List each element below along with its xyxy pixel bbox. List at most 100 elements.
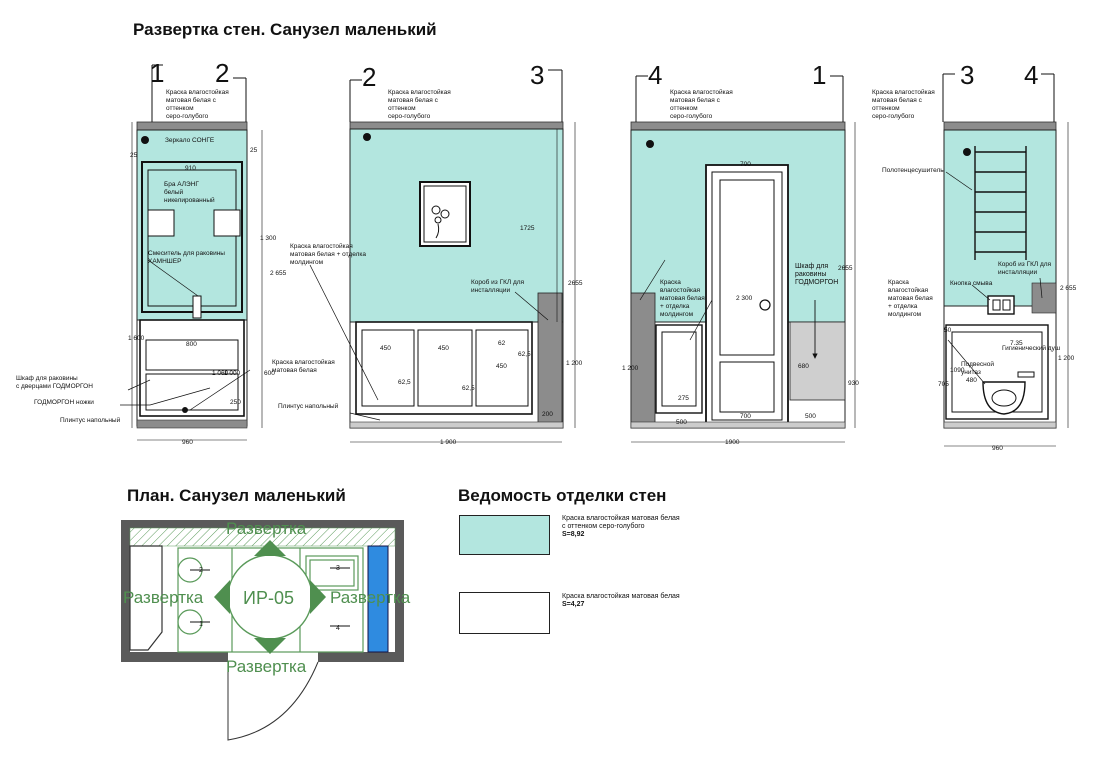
legend-description: Краска влагостойкая матовая белая с отте…: [562, 515, 680, 530]
dim: 1 200: [622, 365, 639, 372]
dim: 1 060: [212, 370, 229, 377]
dim: 2 300: [736, 295, 753, 302]
sconce-left: [147, 209, 175, 237]
plan-mark: 4: [336, 625, 340, 632]
label-mirror: Зеркало СОНГЕ: [165, 137, 215, 144]
dim: 910: [185, 165, 196, 172]
legend-swatch-white: [459, 592, 550, 634]
blue-wall: [367, 545, 389, 653]
developments-title: Развертка стен. Санузел маленький: [133, 20, 437, 39]
picture-frame: [419, 181, 471, 247]
sink-cabinet: [139, 319, 245, 417]
dim: 1 900: [440, 439, 457, 446]
wall-number: 3: [960, 60, 974, 90]
dim: 1 000: [224, 370, 241, 377]
dim: 2655: [568, 280, 583, 287]
plan-mark: 3: [336, 565, 340, 572]
elevation-wall-1-2: [120, 64, 263, 441]
dim: 600: [264, 370, 275, 377]
dim: 62,5: [398, 379, 411, 386]
dim: 2 655: [270, 270, 287, 277]
dim: 450: [496, 363, 507, 370]
elevation-wall-3-4: [942, 73, 1069, 447]
wall-number: 2: [215, 58, 229, 88]
gkl-box: [537, 292, 563, 429]
dim: 2655: [838, 265, 853, 272]
wall-hung-wc: [982, 381, 1026, 415]
dim: 450: [380, 345, 391, 352]
dim: 1 600: [128, 335, 145, 342]
dim: 50: [944, 327, 952, 334]
mirror: [141, 161, 243, 313]
dim: 700: [740, 161, 751, 168]
sconce-right: [213, 209, 241, 237]
molding-panel: [355, 321, 533, 415]
legend-text-1: Краска влагостойкая матовая белая с отте…: [562, 515, 682, 539]
dim: 1 200: [566, 360, 583, 367]
plan-title: План. Санузел маленький: [127, 486, 346, 505]
elevation-wall-2-3: [309, 69, 576, 443]
dim: 1725: [520, 225, 535, 232]
wall-number: 3: [530, 60, 544, 90]
dim: 705: [938, 381, 949, 388]
finish-marker: [141, 136, 149, 144]
dim: 800: [186, 341, 197, 348]
wall-number: 4: [648, 60, 662, 90]
dim: 62: [498, 340, 506, 347]
towel-rail: [974, 146, 1027, 260]
dim: 500: [805, 413, 816, 420]
wall-number: 2: [362, 62, 376, 92]
dim: 1900: [725, 439, 740, 446]
legend-swatch-teal: [459, 515, 550, 555]
label-legs: ГОДМОРГОН ножки: [34, 399, 94, 406]
dim: 450: [438, 345, 449, 352]
label-flush-button: Кнопка смыва: [950, 280, 993, 287]
label-plinth: Плинтус напольный: [278, 402, 339, 410]
wall-number: 4: [1024, 60, 1038, 90]
finishes-title: Ведомость отделки стен: [458, 486, 667, 505]
dim: 200: [542, 411, 553, 418]
development-label: Развертка: [226, 657, 307, 676]
dim: 480: [966, 377, 977, 384]
legend-description: Краска влагостойкая матовая белая: [562, 593, 680, 600]
dim: 62,5: [462, 385, 475, 392]
dim: 7.35: [1010, 340, 1023, 347]
dim: 1 300: [260, 235, 277, 242]
dim: 275: [678, 395, 689, 402]
development-label: Развертка: [123, 588, 204, 607]
floor-plan: [121, 520, 404, 741]
dim: 680: [798, 363, 809, 370]
dim: 500: [676, 419, 687, 426]
legend-area: S=4,27: [562, 601, 585, 608]
wall-number: 1: [812, 60, 826, 90]
room-code: ИР-05: [243, 588, 294, 608]
development-label: Развертка: [226, 519, 307, 538]
label-towel-rail: Полотенцесушитель: [882, 167, 944, 174]
wall-number: 1: [150, 58, 164, 88]
elevation-wall-4-1: [630, 75, 856, 443]
dim: 960: [182, 439, 193, 446]
dim: 62,5: [518, 351, 531, 358]
development-label: Развертка: [330, 588, 411, 607]
label-plinth: Плинтус напольный: [60, 416, 121, 424]
cabinet-godmorgon: [789, 321, 846, 401]
dim: 25: [130, 152, 138, 159]
dim: 1 200: [1058, 355, 1075, 362]
label-hygienic-shower: Гигиенический душ: [1002, 344, 1060, 352]
dim: 930: [848, 380, 859, 387]
plan-mark: 1: [199, 621, 203, 628]
